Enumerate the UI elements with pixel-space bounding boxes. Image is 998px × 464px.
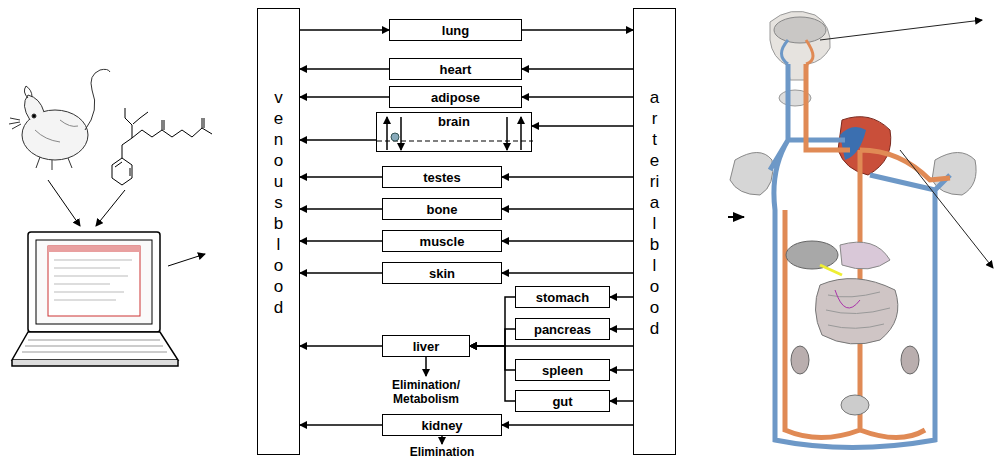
blood-pool-column: arterial blood [633, 8, 676, 455]
compartment-label: bone [426, 202, 457, 217]
compartment-label: adipose [431, 90, 480, 105]
organ-compartment: adipose [389, 86, 522, 108]
organ-compartment: gut [515, 390, 610, 412]
blood-pool-column: venous blood [257, 8, 300, 455]
flow-connector [300, 68, 389, 70]
flow-connector [502, 424, 633, 426]
flow-connector [300, 240, 382, 242]
flow-connector [470, 346, 515, 370]
compartment-label: heart [440, 62, 472, 77]
compartment-label: spleen [542, 363, 583, 378]
organ-compartment: testes [382, 166, 502, 188]
compartment-label: skin [429, 266, 455, 281]
organ-compartment: skin [382, 262, 502, 284]
flow-connector [470, 329, 515, 346]
flow-connector [610, 296, 633, 298]
compartment-label: pancreas [534, 322, 591, 337]
organ-compartment: heart [389, 58, 522, 80]
flow-connector [522, 29, 633, 31]
laptop-computer [12, 232, 178, 366]
flow-connector [470, 346, 515, 401]
elimination-arrow [441, 436, 443, 444]
flow-connector [300, 345, 382, 347]
flow-connector [502, 240, 633, 242]
anatomy-illustration [730, 11, 993, 447]
flow-connector [502, 208, 633, 210]
organ-compartment: brain [376, 112, 532, 152]
organ-compartment: stomach [515, 286, 610, 308]
flow-connector [502, 176, 633, 178]
compartment-label: brain [438, 114, 470, 129]
flow-connector [300, 272, 382, 274]
organ-compartment: spleen [515, 359, 610, 381]
flow-connector [300, 96, 389, 98]
compartment-label: liver [413, 339, 440, 354]
compartment-label: lung [442, 23, 469, 38]
compartment-label: kidney [421, 418, 462, 433]
compartment-label: arterial blood [650, 87, 659, 339]
flow-connector [610, 328, 633, 330]
compartment-label: gut [552, 394, 572, 409]
flow-connector [532, 125, 633, 127]
organ-compartment: muscle [382, 230, 502, 252]
flow-connector [300, 176, 382, 178]
flow-connector [610, 400, 633, 402]
compartment-label: venous blood [274, 87, 283, 318]
organ-compartment: lung [389, 19, 522, 41]
flow-connector [522, 68, 633, 70]
flow-connector [300, 29, 389, 31]
flow-connector [610, 369, 633, 371]
flow-connector [502, 272, 633, 274]
compartment-label: stomach [536, 290, 589, 305]
elimination-label: Elimination/ Metabolism [371, 378, 481, 406]
organ-compartment: bone [382, 198, 502, 220]
flow-connector [300, 208, 382, 210]
compartment-label: testes [423, 170, 461, 185]
flow-connector [300, 139, 376, 141]
organ-compartment: pancreas [515, 318, 610, 340]
organ-compartment: kidney [382, 414, 502, 436]
flow-connector [470, 345, 633, 347]
elimination-label: Elimination [387, 445, 497, 459]
organ-compartment: liver [382, 335, 470, 357]
flow-connector [300, 424, 382, 426]
elimination-arrow [425, 357, 427, 376]
flow-connector [470, 297, 515, 346]
rat-sketch [9, 69, 110, 170]
molecule-structure [112, 108, 212, 185]
compartment-label: muscle [420, 234, 465, 249]
flow-connector [522, 96, 633, 98]
